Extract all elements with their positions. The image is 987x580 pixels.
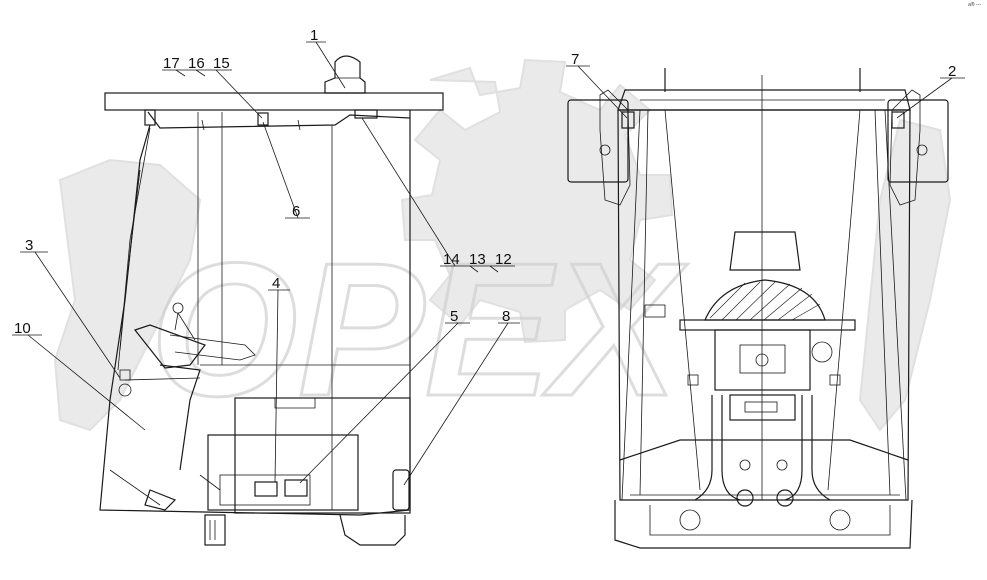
callout-8: 8 <box>502 308 510 325</box>
corner-mark: a® --- <box>968 2 981 8</box>
cab-front-view-icon <box>567 68 949 549</box>
callout-13: 13 <box>469 251 486 268</box>
gear-watermark-icon <box>53 58 952 432</box>
callout-7: 7 <box>571 51 579 68</box>
callout-2: 2 <box>948 63 956 80</box>
callout-14: 14 <box>443 251 460 268</box>
callout-3: 3 <box>25 237 33 254</box>
callout-16: 16 <box>188 55 205 72</box>
callout-labels: 1 2 3 4 5 6 7 8 10 14 13 12 17 16 15 <box>14 27 956 337</box>
callout-10: 10 <box>14 320 31 337</box>
leader-lines <box>12 41 965 486</box>
watermark-text: OPEX <box>150 224 688 436</box>
callout-12: 12 <box>495 251 512 268</box>
callout-15: 15 <box>213 55 230 72</box>
callout-1: 1 <box>310 27 318 44</box>
callout-17: 17 <box>163 55 180 72</box>
cab-side-view-icon <box>99 55 444 546</box>
callout-5: 5 <box>450 308 458 325</box>
callout-6: 6 <box>292 203 300 220</box>
callout-4: 4 <box>272 275 280 292</box>
